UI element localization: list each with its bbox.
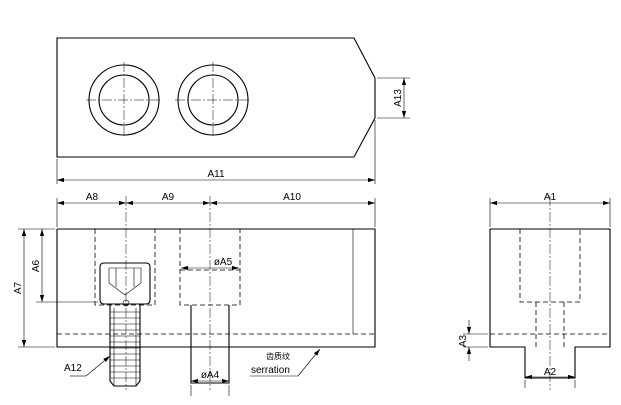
counterbore-hole-right bbox=[175, 62, 251, 138]
label-serration: serration bbox=[251, 365, 290, 376]
label-a6: A6 bbox=[31, 259, 42, 272]
side-view: A1 A3 A2 bbox=[458, 192, 611, 390]
label-serration-cn: 齿质纹 bbox=[266, 351, 290, 361]
counterbore-hole-left bbox=[86, 62, 162, 138]
label-a12: A12 bbox=[64, 363, 82, 374]
label-a13: A13 bbox=[393, 89, 404, 107]
label-a1: A1 bbox=[544, 192, 557, 203]
side-counterbore-hidden bbox=[519, 229, 581, 303]
label-a3: A3 bbox=[458, 334, 469, 347]
top-view: A13 A11 bbox=[56, 37, 410, 184]
front-view-outline bbox=[56, 228, 376, 348]
label-a11: A11 bbox=[207, 169, 224, 180]
top-view-outline bbox=[56, 37, 376, 158]
label-a5: øA5 bbox=[214, 257, 233, 268]
label-a7: A7 bbox=[13, 281, 24, 294]
label-a8: A8 bbox=[86, 192, 99, 203]
cap-screw bbox=[99, 262, 151, 387]
dimension-a2: A2 bbox=[524, 367, 576, 388]
label-a4: øA4 bbox=[201, 370, 220, 381]
leader-a12: A12 bbox=[64, 355, 111, 377]
side-view-outline bbox=[489, 228, 611, 379]
dimension-a5: øA5 bbox=[181, 257, 239, 271]
dimension-a7: A7 bbox=[13, 228, 55, 348]
dimension-a13: A13 bbox=[377, 77, 410, 119]
label-a2: A2 bbox=[544, 367, 557, 378]
leader-serration: 齿质纹 serration bbox=[250, 348, 321, 377]
dimension-a6: A6 bbox=[31, 228, 98, 303]
label-a9: A9 bbox=[162, 192, 175, 203]
dimension-a1: A1 bbox=[489, 192, 611, 227]
dimension-a4: øA4 bbox=[190, 370, 230, 396]
dimension-a8-a9-a10: A8 A9 A10 bbox=[56, 192, 376, 227]
dimension-a11: A11 bbox=[56, 120, 376, 184]
front-view: A8 A9 A10 A6 A7 øA5 øA4 bbox=[13, 192, 376, 396]
dimension-a3: A3 bbox=[458, 320, 488, 361]
label-a10: A10 bbox=[283, 192, 301, 203]
counterbore-left-hidden bbox=[94, 229, 156, 306]
